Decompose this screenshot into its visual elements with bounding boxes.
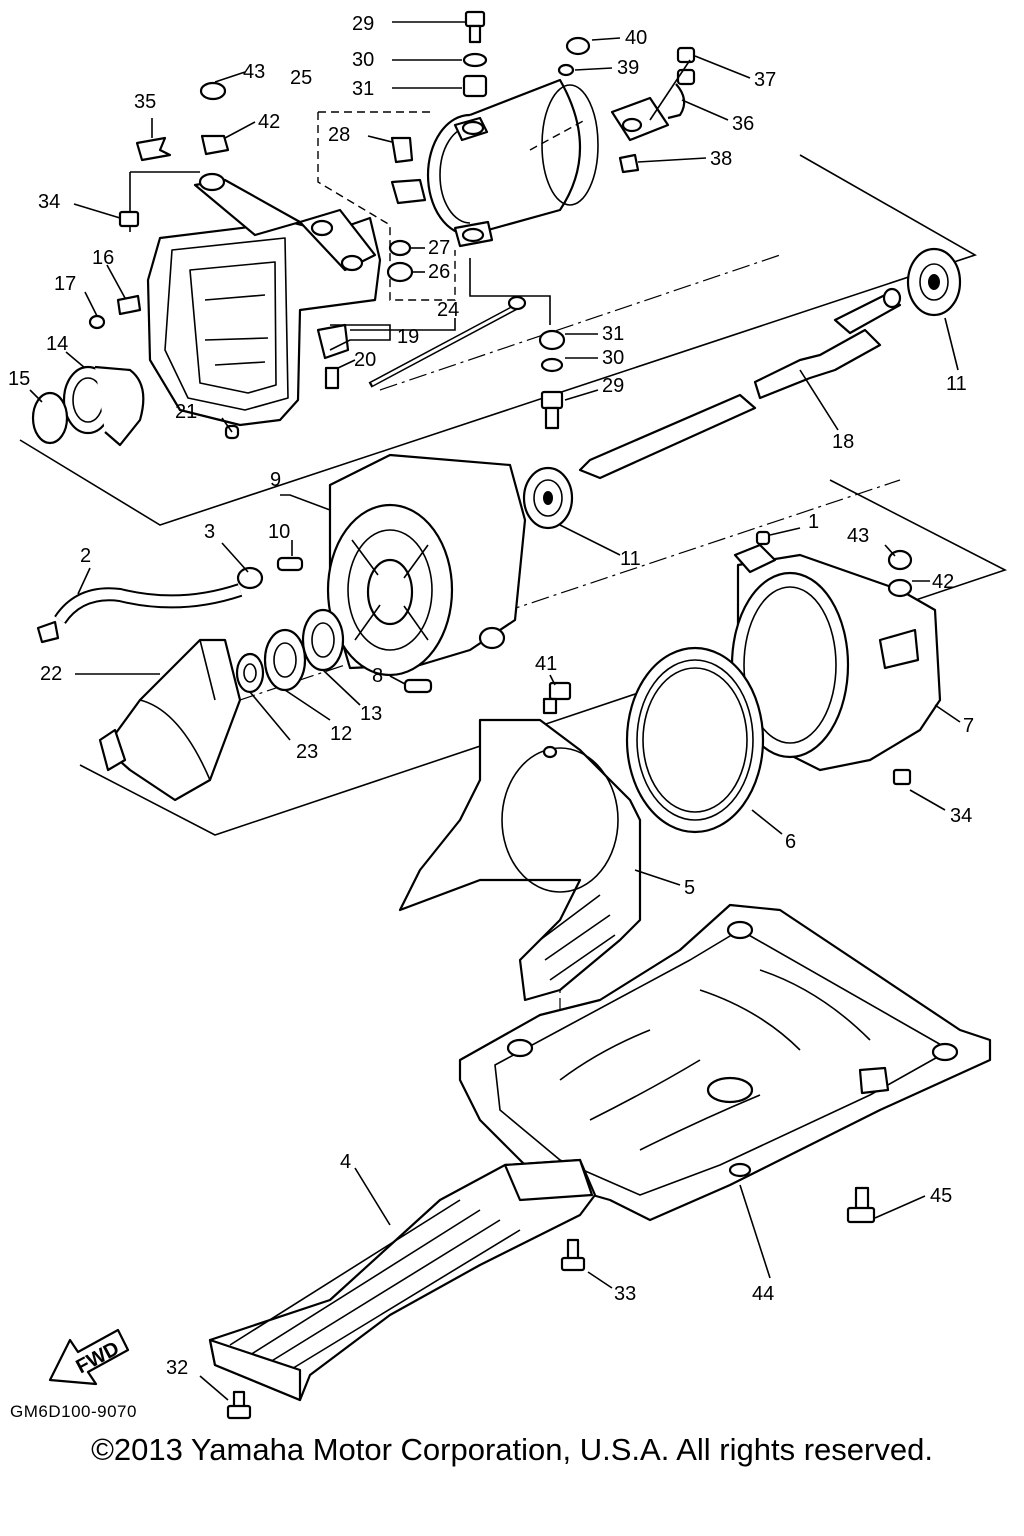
- label-32: 32: [166, 1357, 188, 1379]
- leader-lines: [29, 21, 961, 1401]
- label-37: 37: [754, 69, 776, 91]
- diagram-code: GM6D100-9070: [10, 1402, 137, 1421]
- label-22: 22: [40, 663, 62, 685]
- label-33: 33: [614, 1283, 636, 1305]
- intake-cover: [31, 365, 145, 447]
- copyright-notice: ©2013 Yamaha Motor Corporation, U.S.A. A…: [91, 1432, 933, 1467]
- label-14: 14: [46, 333, 68, 355]
- pin-10: [276, 556, 304, 572]
- duct-plate: [398, 718, 642, 1002]
- pump-housing: [146, 172, 382, 427]
- stud-24: [368, 295, 527, 388]
- label-13: 13: [360, 703, 382, 725]
- fasteners-top: [88, 10, 640, 440]
- label-9: 9: [270, 469, 281, 491]
- label-29-b: 29: [602, 375, 624, 397]
- bolt-41: [542, 681, 572, 715]
- label-8: 8: [372, 665, 383, 687]
- label-2: 2: [80, 545, 91, 567]
- label-6: 6: [785, 831, 796, 853]
- label-3: 3: [204, 521, 215, 543]
- part-labels: 29 30 31 40 39 37 36 38 43 42 25 35 28 3…: [8, 13, 974, 1379]
- bolt-32: [226, 1390, 252, 1420]
- fwd-arrow-icon: FWD: [48, 1328, 130, 1386]
- label-10: 10: [268, 521, 290, 543]
- intake-grate: [208, 1158, 597, 1402]
- label-29: 29: [352, 13, 374, 35]
- label-41: 41: [535, 653, 557, 675]
- label-36: 36: [732, 113, 754, 135]
- label-7: 7: [963, 715, 974, 737]
- hose: [36, 566, 264, 644]
- label-43: 43: [243, 61, 265, 83]
- label-31-b: 31: [602, 323, 624, 345]
- bearing-mid: [522, 466, 574, 530]
- seal-ring: [625, 646, 765, 834]
- label-11: 11: [946, 373, 967, 395]
- impeller: [98, 638, 242, 802]
- label-30-b: 30: [602, 347, 624, 369]
- label-34-b: 34: [950, 805, 972, 827]
- impeller-housing: [326, 453, 527, 677]
- label-28: 28: [328, 124, 350, 146]
- label-39: 39: [617, 57, 639, 79]
- label-17: 17: [54, 273, 76, 295]
- bolt-45: [846, 1186, 876, 1224]
- label-31: 31: [352, 78, 374, 100]
- label-23: 23: [296, 741, 318, 763]
- label-38: 38: [710, 148, 732, 170]
- label-16: 16: [92, 247, 114, 269]
- pin-8: [403, 678, 433, 694]
- label-42-b: 42: [932, 571, 954, 593]
- ride-plate: [458, 903, 992, 1222]
- label-34: 34: [38, 191, 60, 213]
- label-19: 19: [397, 326, 419, 348]
- label-30: 30: [352, 49, 374, 71]
- label-24: 24: [437, 299, 459, 321]
- label-43-b: 43: [847, 525, 869, 547]
- label-20: 20: [354, 349, 376, 371]
- label-26: 26: [428, 261, 450, 283]
- label-11-b: 11: [620, 548, 641, 570]
- assembly-25-bracket: [317, 112, 456, 301]
- label-15: 15: [8, 368, 30, 390]
- label-35: 35: [134, 91, 156, 113]
- label-1: 1: [808, 511, 819, 533]
- label-42: 42: [258, 111, 280, 133]
- steering-nozzle: [390, 78, 599, 248]
- label-18: 18: [832, 431, 854, 453]
- label-27: 27: [428, 237, 450, 259]
- label-12: 12: [330, 723, 352, 745]
- label-4: 4: [340, 1151, 351, 1173]
- label-40: 40: [625, 27, 647, 49]
- label-25: 25: [290, 67, 312, 89]
- label-44: 44: [752, 1283, 774, 1305]
- bolt-33: [560, 1238, 586, 1272]
- label-21: 21: [175, 401, 197, 423]
- label-45: 45: [930, 1185, 952, 1207]
- drive-shaft: [578, 247, 962, 480]
- label-5: 5: [684, 877, 695, 899]
- seals: [235, 608, 345, 694]
